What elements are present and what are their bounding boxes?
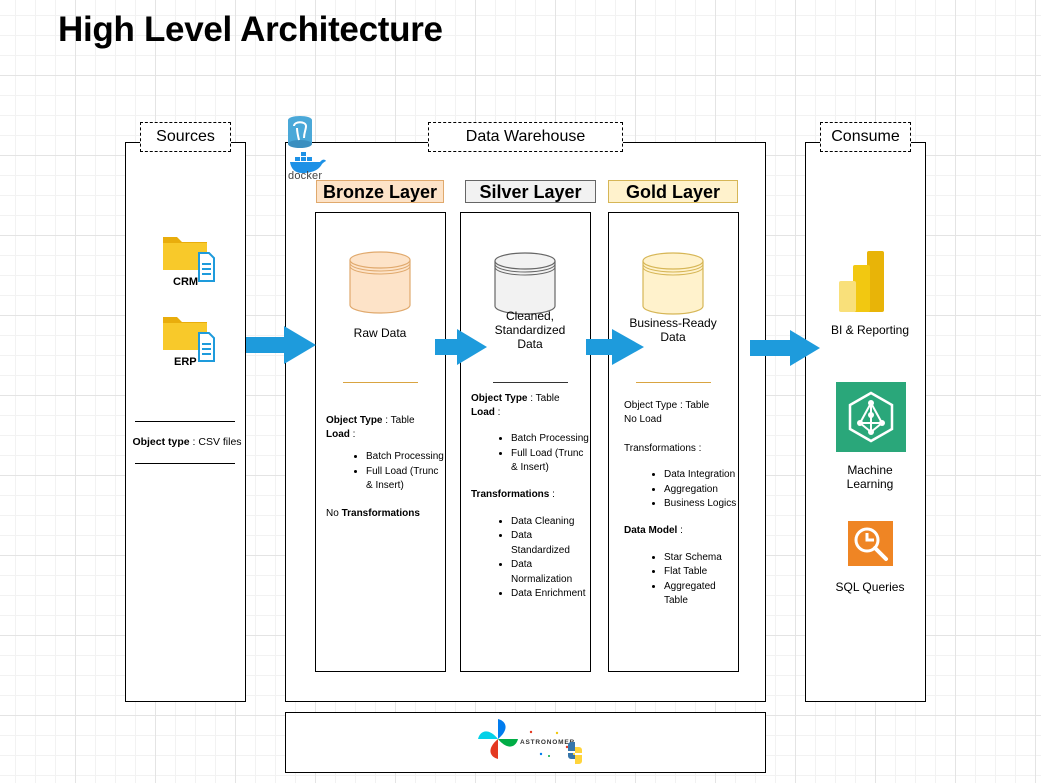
gold-details: Object Type : Table No Load Transformati… <box>624 399 738 609</box>
arrow-warehouse-to-consume <box>750 330 822 366</box>
list-item: Data Standardized <box>511 529 589 558</box>
gold-layer-title: Gold Layer <box>608 180 738 203</box>
machine-learning-label: Machine Learning <box>846 463 894 491</box>
gold-caption: Business-Ready Data <box>629 316 717 344</box>
list-item: Batch Processing <box>366 450 444 465</box>
gold-transform-list: Data Integration Aggregation Business Lo… <box>624 468 738 512</box>
list-item: Full Load (Trunc & Insert) <box>366 465 444 494</box>
silver-details: Object Type : Table Load : Batch Process… <box>471 392 589 602</box>
sql-queries-icon <box>848 521 893 566</box>
list-item: Data Integration <box>664 468 738 483</box>
gold-divider <box>636 382 711 383</box>
gold-object-type: Object Type : Table <box>624 400 710 411</box>
sources-divider-top <box>135 421 235 422</box>
list-item: Data Enrichment <box>511 587 589 602</box>
bronze-transformations: No Transformations <box>326 507 420 519</box>
silver-caption: Cleaned, Standardized Data <box>494 309 566 351</box>
python-icon <box>566 741 584 765</box>
bronze-load: Load : <box>326 429 356 440</box>
sql-queries-label: SQL Queries <box>835 580 905 594</box>
sparkle-icon <box>527 729 573 759</box>
erp-label: ERP <box>174 356 197 368</box>
sources-object-type-key: Object type <box>132 436 190 448</box>
silver-divider <box>493 382 568 383</box>
sources-divider-bottom <box>135 463 235 464</box>
sources-object-type-value: : CSV files <box>189 436 242 448</box>
list-item: Batch Processing <box>511 432 589 447</box>
silver-object-type: Object Type : Table <box>471 393 560 404</box>
docker-icon <box>287 151 327 173</box>
airflow-icon <box>476 717 520 761</box>
silver-transform-list: Data Cleaning Data Standardized Data Nor… <box>471 515 589 602</box>
astronomer-logo: ASTRONOMER <box>520 739 575 746</box>
arrow-sources-to-bronze <box>246 326 318 364</box>
orchestration-panel[interactable] <box>285 712 766 773</box>
list-item: Flat Table <box>664 565 738 580</box>
crm-label: CRM <box>173 276 199 288</box>
list-item: Business Logics <box>664 497 738 512</box>
gold-transformations: Transformations : <box>624 443 702 454</box>
bronze-load-list: Batch Processing Full Load (Trunc & Inse… <box>326 450 444 494</box>
arrow-bronze-to-silver <box>435 329 489 365</box>
docker-text: docker <box>288 170 323 182</box>
consume-header: Consume <box>820 122 911 152</box>
crm-folder-icon <box>162 231 218 283</box>
page-title: High Level Architecture <box>58 10 443 49</box>
bi-reporting-label: BI & Reporting <box>830 323 910 337</box>
silver-load: Load : <box>471 407 501 418</box>
bronze-details: Object Type : Table Load : Batch Process… <box>326 414 444 521</box>
silver-layer-title: Silver Layer <box>465 180 596 203</box>
bronze-caption: Raw Data <box>353 326 407 340</box>
gold-database-icon <box>642 252 704 316</box>
sources-object-type: Object type : CSV files <box>128 435 246 449</box>
arrow-silver-to-gold <box>586 329 646 365</box>
list-item: Star Schema <box>664 551 738 566</box>
list-item: Aggregation <box>664 483 738 498</box>
erp-folder-icon <box>162 311 218 363</box>
machine-learning-icon <box>836 382 906 452</box>
postgresql-icon <box>285 114 315 152</box>
silver-load-list: Batch Processing Full Load (Trunc & Inse… <box>471 432 589 476</box>
bronze-object-type: Object Type : Table <box>326 415 415 426</box>
sources-panel[interactable] <box>125 142 246 702</box>
silver-transformations: Transformations : <box>471 488 555 500</box>
list-item: Data Normalization <box>511 558 589 587</box>
powerbi-icon <box>839 251 885 313</box>
silver-database-icon <box>494 252 556 316</box>
list-item: Aggregated Table <box>664 580 738 609</box>
gold-data-model: Data Model : <box>624 524 683 536</box>
bronze-database-icon <box>349 251 411 315</box>
bronze-divider <box>343 382 418 383</box>
list-item: Data Cleaning <box>511 515 589 530</box>
gold-load: No Load <box>624 414 662 425</box>
list-item: Full Load (Trunc & Insert) <box>511 447 589 476</box>
gold-model-list: Star Schema Flat Table Aggregated Table <box>624 551 738 609</box>
warehouse-header: Data Warehouse <box>428 122 623 152</box>
bronze-layer-title: Bronze Layer <box>316 180 444 203</box>
sources-header: Sources <box>140 122 231 152</box>
